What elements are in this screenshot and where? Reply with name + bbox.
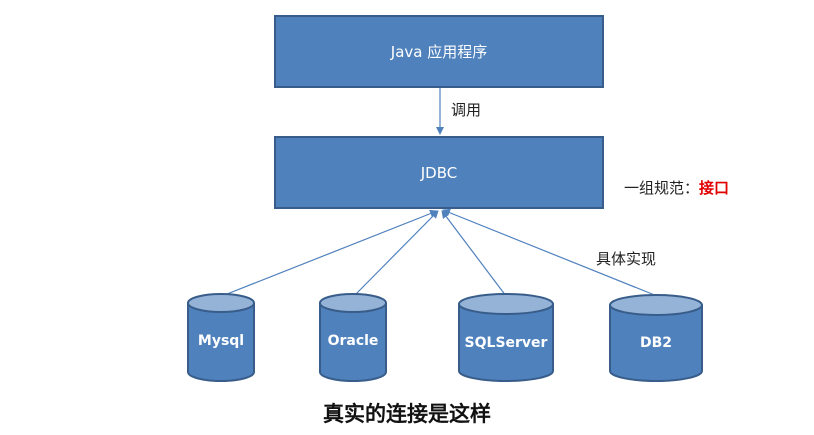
db-cylinder-oracle	[319, 293, 387, 382]
caption: 真实的连接是这样	[323, 401, 491, 426]
spec-note-highlight: 接口	[699, 179, 730, 197]
impl-arrow-mysql	[221, 209, 438, 297]
impl-arrow-sqlserver	[441, 210, 507, 297]
call-label: 调用	[451, 101, 482, 119]
spec-note: 一组规范：接口	[624, 177, 729, 198]
db-label-db2: DB2	[639, 335, 673, 351]
impl-label: 具体实现	[596, 250, 657, 268]
impl-arrow-oracle	[353, 210, 439, 297]
impl-arrow-db2	[442, 208, 658, 297]
java-app-box: Java 应用程序	[274, 15, 604, 88]
db-label-mysql: Mysql	[197, 333, 245, 349]
db-cylinder-mysql	[187, 293, 255, 382]
db-label-oracle: Oracle	[327, 333, 379, 349]
db-label-sqlserver: SQLServer	[464, 335, 548, 351]
db-cylinder-sqlserver	[458, 293, 554, 382]
jdbc-label: JDBC	[420, 163, 458, 182]
db-cylinder-db2	[609, 294, 703, 382]
java-app-label: Java 应用程序	[390, 43, 488, 61]
spec-note-prefix: 一组规范：	[624, 179, 700, 197]
jdbc-box: JDBC	[274, 136, 604, 209]
